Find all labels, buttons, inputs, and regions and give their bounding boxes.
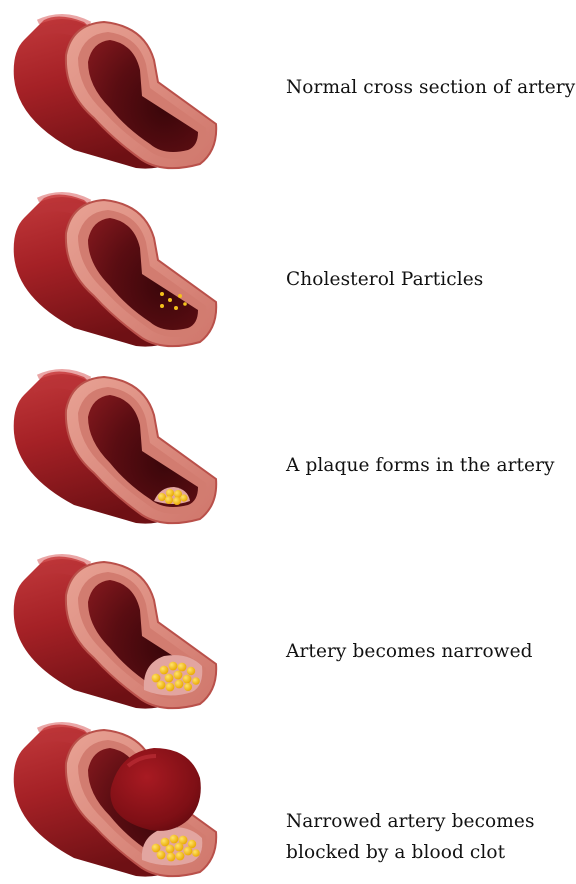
stage-plaque-forms: A plaque forms in the artery bbox=[0, 355, 576, 531]
caption-particles: Cholesterol Particles bbox=[286, 264, 576, 295]
artery-clot-illustration bbox=[4, 708, 234, 884]
caption-plaque-forms: A plaque forms in the artery bbox=[286, 450, 576, 481]
stage-blocked: Narrowed artery becomes blocked by a blo… bbox=[0, 708, 576, 884]
stage-normal: Normal cross section of artery bbox=[0, 0, 576, 176]
caption-narrowed: Artery becomes narrowed bbox=[286, 636, 576, 667]
artery-plaque-small-illustration bbox=[4, 355, 234, 531]
stage-narrowed: Artery becomes narrowed bbox=[0, 540, 576, 716]
caption-blocked: Narrowed artery becomes blocked by a blo… bbox=[286, 806, 576, 868]
artery-normal-illustration bbox=[4, 0, 234, 176]
artery-particles-illustration bbox=[4, 178, 234, 354]
artery-plaque-large-illustration bbox=[4, 540, 234, 716]
caption-normal: Normal cross section of artery bbox=[286, 72, 576, 103]
stage-particles: Cholesterol Particles bbox=[0, 178, 576, 354]
